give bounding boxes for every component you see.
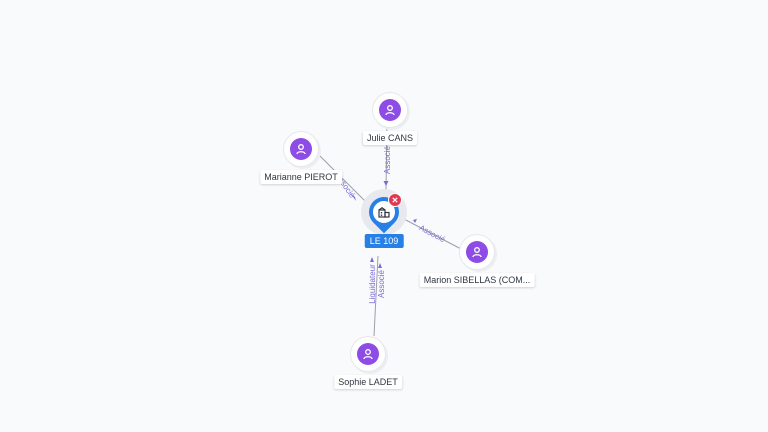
- building-icon: [373, 201, 395, 223]
- edge-arrow-marianne: [351, 194, 356, 201]
- edge-arrow-sophie-2: [378, 263, 382, 268]
- edge-arrow-marion: [413, 219, 417, 223]
- person-label[interactable]: Julie CANS: [362, 131, 418, 145]
- edge-sophie-ladet: [373, 255, 379, 337]
- edge-marion-sibellas: [401, 217, 464, 251]
- edge-label-julie-associe: Associé: [383, 145, 392, 174]
- company-label[interactable]: LE 109: [364, 234, 404, 248]
- edge-arrow-julie: [383, 181, 389, 186]
- edge-arrow-sophie-1: [370, 257, 374, 262]
- edge-marianne-pierot: [315, 151, 371, 207]
- edge-label-sophie-liquidateur: Liquidateur: [368, 264, 377, 304]
- user-icon: [357, 343, 379, 365]
- person-label[interactable]: Sophie LADET: [334, 375, 402, 389]
- close-icon[interactable]: [388, 193, 402, 207]
- person-label[interactable]: Marianne PIEROT: [260, 170, 342, 184]
- edge-label-sophie-associe: Associé: [377, 269, 386, 298]
- user-icon: [379, 99, 401, 121]
- user-icon: [466, 241, 488, 263]
- edge-label-marion-associe: Associé: [418, 223, 447, 244]
- person-label[interactable]: Marion SIBELLAS (COM...: [419, 273, 535, 287]
- user-icon: [290, 138, 312, 160]
